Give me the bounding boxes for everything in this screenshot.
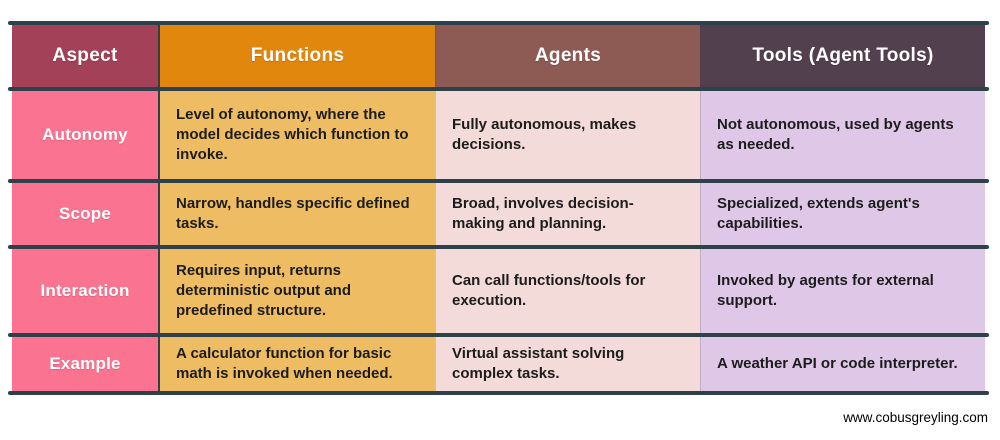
row-divider: [8, 245, 989, 249]
header-cell-aspect: Aspect: [12, 25, 158, 87]
cell-autonomy-tools: Not autonomous, used by agents as needed…: [700, 91, 985, 179]
row-interaction: Interaction Requires input, returns dete…: [12, 249, 985, 333]
row-label-autonomy: Autonomy: [12, 91, 158, 179]
row-scope: Scope Narrow, handles specific defined t…: [12, 183, 985, 245]
cell-scope-functions: Narrow, handles specific defined tasks.: [158, 183, 435, 245]
row-divider: [8, 333, 989, 337]
cell-example-functions: A calculator function for basic math is …: [158, 337, 435, 391]
row-label-example: Example: [12, 337, 158, 391]
table-bottom-border: [8, 391, 989, 395]
cell-example-tools: A weather API or code interpreter.: [700, 337, 985, 391]
row-example: Example A calculator function for basic …: [12, 337, 985, 391]
row-divider: [8, 179, 989, 183]
cell-example-agents: Virtual assistant solving complex tasks.: [435, 337, 700, 391]
cell-autonomy-agents: Fully autonomous, makes decisions.: [435, 91, 700, 179]
watermark-url: www.cobusgreyling.com: [843, 410, 988, 425]
header-cell-tools: Tools (Agent Tools): [700, 25, 985, 87]
header-row: Aspect Functions Agents Tools (Agent Too…: [12, 25, 985, 87]
cell-interaction-tools: Invoked by agents for external support.: [700, 249, 985, 333]
comparison-table: Aspect Functions Agents Tools (Agent Too…: [8, 21, 989, 395]
row-label-scope: Scope: [12, 183, 158, 245]
table-top-border: [8, 21, 989, 25]
cell-scope-tools: Specialized, extends agent's capabilitie…: [700, 183, 985, 245]
cell-scope-agents: Broad, involves decision-making and plan…: [435, 183, 700, 245]
cell-interaction-functions: Requires input, returns deterministic ou…: [158, 249, 435, 333]
header-cell-agents: Agents: [435, 25, 700, 87]
row-label-interaction: Interaction: [12, 249, 158, 333]
cell-autonomy-functions: Level of autonomy, where the model decid…: [158, 91, 435, 179]
cell-interaction-agents: Can call functions/tools for execution.: [435, 249, 700, 333]
row-divider: [8, 87, 989, 91]
row-autonomy: Autonomy Level of autonomy, where the mo…: [12, 91, 985, 179]
header-cell-functions: Functions: [158, 25, 435, 87]
